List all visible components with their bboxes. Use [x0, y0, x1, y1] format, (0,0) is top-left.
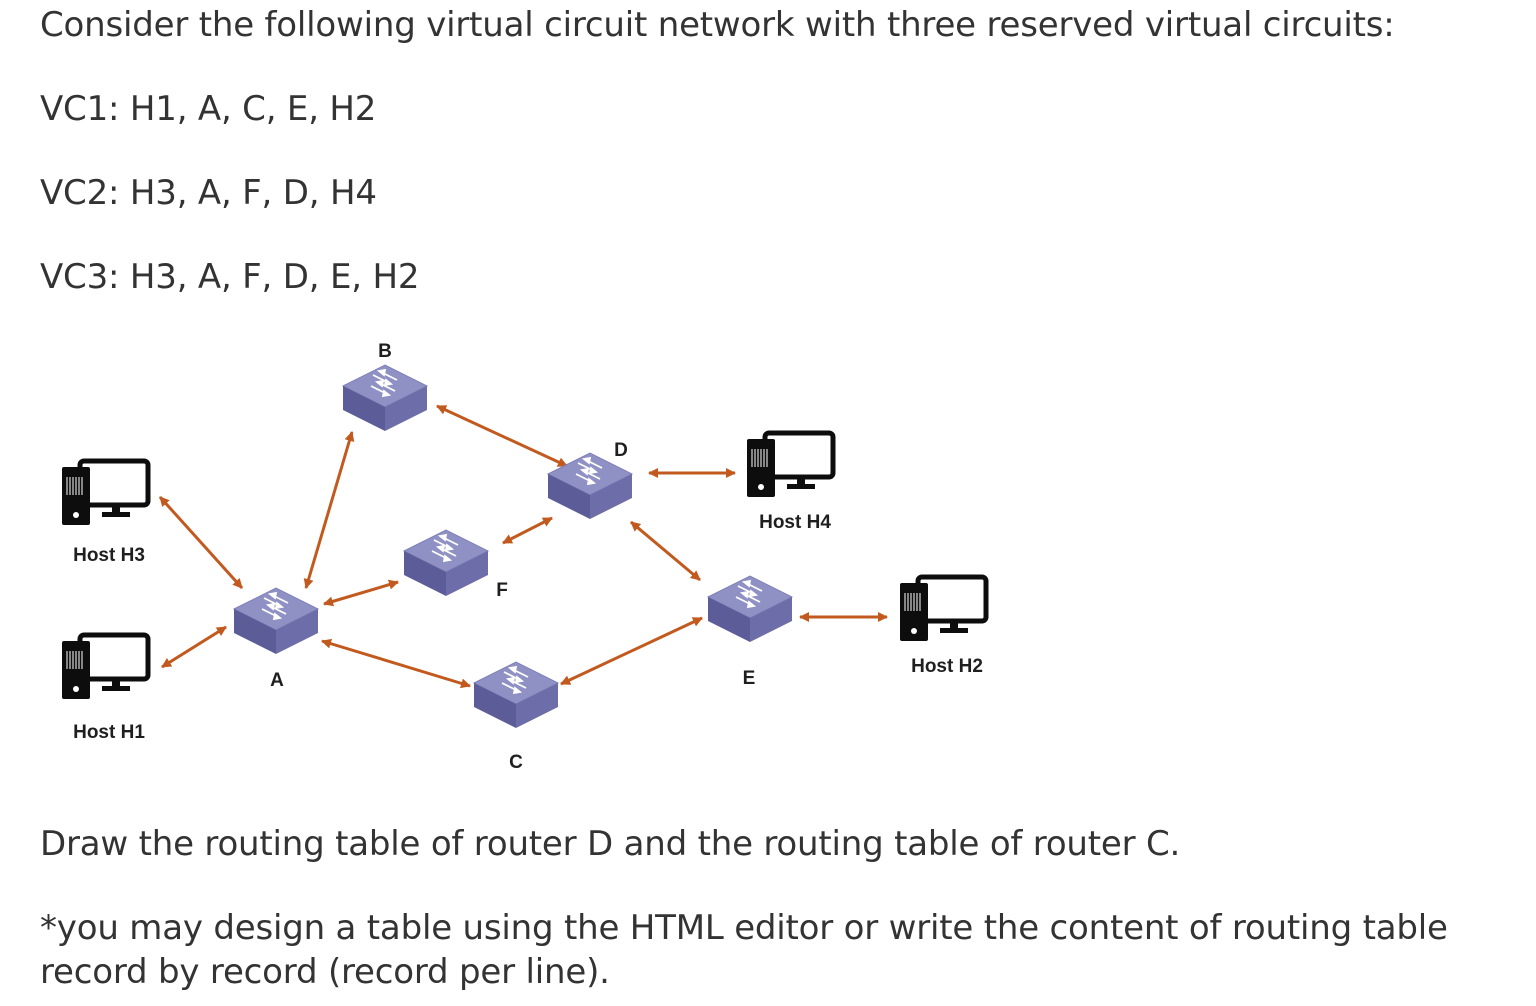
host-h1-label: Host H1: [73, 722, 145, 743]
link-a-c: [321, 638, 471, 689]
vc1-text: VC1: H1, A, C, E, H2: [40, 89, 377, 129]
link-c-e: [560, 616, 703, 686]
router-f: [403, 529, 489, 597]
link-h1-a: [161, 625, 227, 669]
router-c: [473, 661, 559, 729]
router-a-label: A: [270, 670, 284, 691]
link-d-e: [630, 520, 701, 582]
router-b-label: B: [378, 341, 392, 362]
note-line-2: record by record (record per line).: [40, 952, 610, 992]
question-text: Draw the routing table of router D and t…: [40, 824, 1181, 864]
router-e-label: E: [743, 668, 756, 689]
router-a: [233, 587, 319, 655]
link-b-d: [436, 404, 568, 468]
intro-text: Consider the following virtual circuit n…: [40, 5, 1395, 45]
vc2-text: VC2: H3, A, F, D, H4: [40, 173, 377, 213]
router-b: [342, 364, 428, 432]
link-a-b: [303, 431, 355, 589]
host-h2-icon: [900, 577, 986, 641]
link-a-f: [323, 579, 399, 607]
router-f-label: F: [496, 580, 508, 601]
vc3-text: VC3: H3, A, F, D, E, H2: [40, 257, 420, 297]
router-d-label: D: [614, 440, 628, 461]
link-h3-a: [158, 495, 244, 590]
host-h4-label: Host H4: [759, 512, 831, 533]
router-e: [707, 575, 793, 643]
link-f-d: [502, 516, 553, 545]
router-c-label: C: [509, 752, 523, 773]
host-h4-icon: [747, 433, 833, 497]
note-line-1: *you may design a table using the HTML e…: [40, 908, 1448, 948]
host-h3-label: Host H3: [73, 545, 145, 566]
host-h1-icon: [62, 635, 148, 699]
host-h3-icon: [62, 461, 148, 525]
host-h2-label: Host H2: [911, 656, 983, 677]
